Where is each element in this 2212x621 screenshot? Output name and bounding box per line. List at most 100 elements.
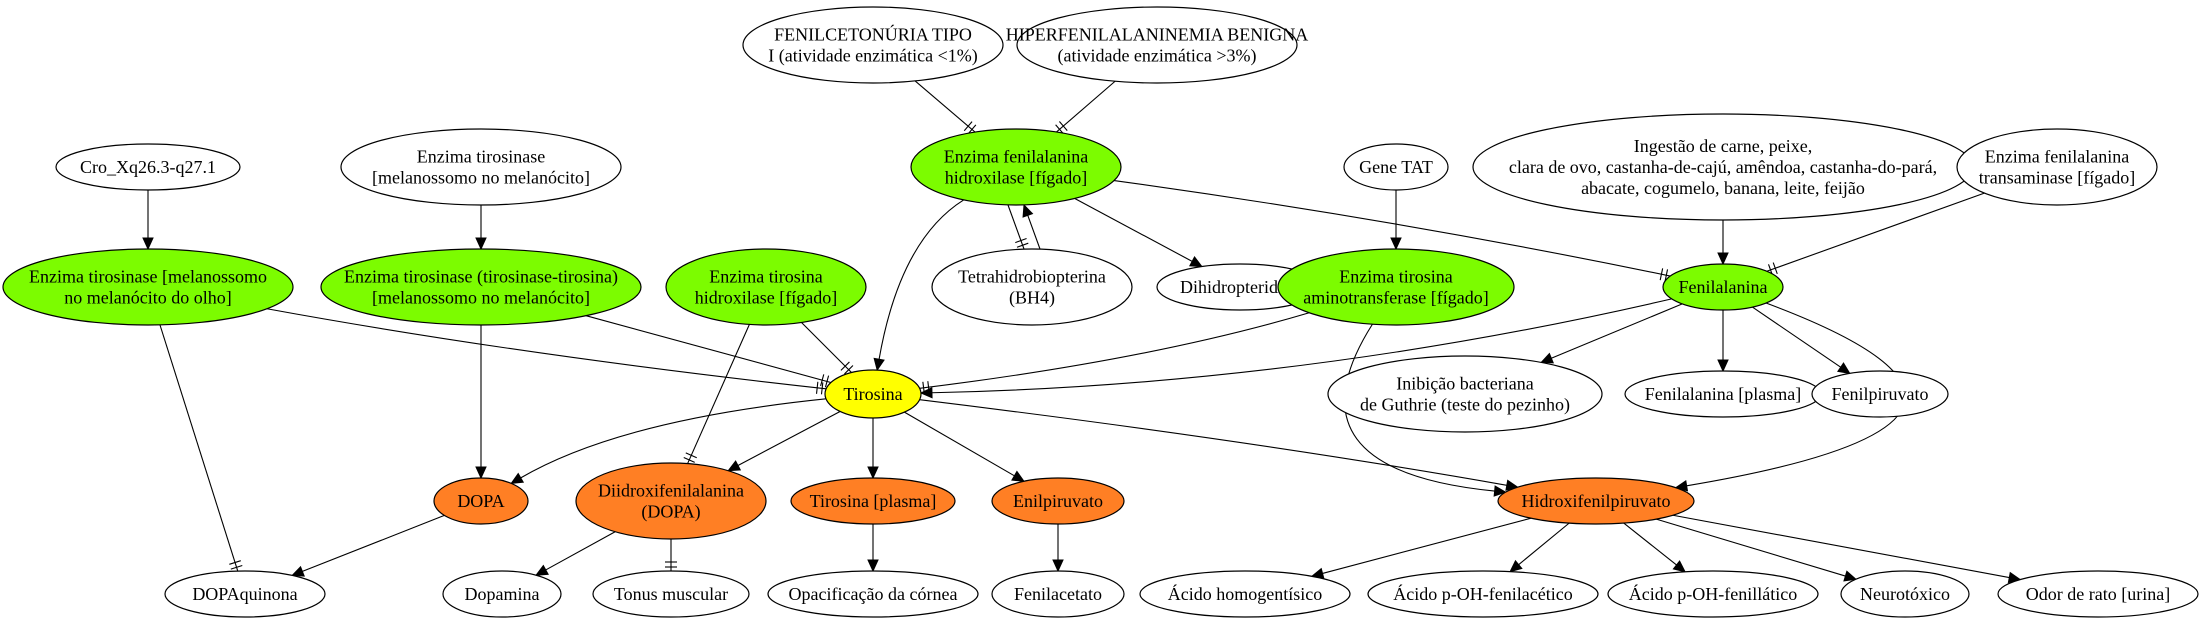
edge-cro-to-enz-tirosinase-olho [142,190,154,251]
node-shape [1016,6,1298,84]
node-shape [55,143,241,191]
node-label: [melanossomo no melanócito] [372,168,590,188]
edge-line [1752,306,1841,368]
node-dopaquinona: DOPAquinona [164,570,326,618]
edge-line [1007,204,1025,250]
edge-enz-fenilalanina-hidroxilase-to-tirosina [873,199,964,372]
node-label: Enzima tirosina [709,267,822,287]
node-label: Hidroxifenilpiruvato [1522,491,1671,511]
arrowhead [1843,570,1858,582]
edge-line [159,324,239,572]
node-label: Fenilacetato [1014,584,1102,604]
node-hiperfenil: HIPERFENILALANINEMIA BENIGNA(atividade e… [1006,6,1308,84]
node-label: Dopamina [465,584,540,604]
tee-bar [844,365,854,375]
node-shape [164,570,326,618]
edge-gene-tat-to-enz-tirosina-aminotransferase [1390,190,1402,251]
arrowhead [142,237,154,251]
arrowhead [1509,559,1523,573]
node-shape [2,248,294,326]
tee-bar [230,564,243,570]
node-label: Ingestão de carne, peixe, [1634,136,1812,156]
edge-line [1672,514,2010,579]
node-label: Tonus muscular [614,584,728,604]
edge-line [520,398,827,479]
edge-enz-tirosinase-tt-to-tirosina [585,315,832,388]
node-label: Enilpiruvato [1013,491,1103,511]
node-label: DOPA [457,491,504,511]
edge-enz-tirosina-aminotransferase-to-hidroxifenilpiruvato [1344,323,1507,497]
arrowhead [1390,237,1402,251]
node-label: Enzima fenilalanina [1985,147,2129,167]
arrowhead [1052,559,1064,573]
edge-line [1656,518,1846,577]
node-shape [1811,370,1949,418]
edge-line [1074,198,1193,262]
edge-hidroxifenilpiruvato-to-p-oh-fenilacetico [1509,522,1570,573]
node-shape [1367,570,1599,618]
edge-bh4-to-enz-fenilalanina-hidroxilase [1022,203,1041,250]
node-dopamina: Dopamina [442,570,562,618]
edge-tirosina-plasma-to-opacificacao [867,524,879,573]
tee-bar [685,452,697,459]
tee-bar [840,361,850,371]
edge-enz-tirosina-hidroxilase-to-diidroxifenilalanina [683,324,750,464]
edge-enilpiruvato-to-fenilacetato [1052,524,1064,573]
edge-line [914,80,976,133]
node-label: Ácido homogentísico [1168,583,1322,604]
edge-hidroxifenilpiruvato-to-p-oh-fenillatico [1623,522,1687,573]
edge-line [1344,323,1495,492]
node-shape [340,128,622,206]
arrowhead [867,559,879,573]
node-fenilacetato: Fenilacetato [991,570,1125,618]
edge-enz-tirosinase-olho-to-dopaquinona [159,324,243,572]
node-label: abacate, cogumelo, banana, leite, feijão [1581,178,1865,198]
node-label: Fenilpiruvato [1832,384,1929,404]
arrowhead [1189,256,1203,268]
edge-line [931,298,1672,394]
node-label: aminotransferase [fígado] [1303,288,1488,308]
node-label: Neurotóxico [1860,584,1950,604]
node-label: Dihidropteridina [1180,277,1300,297]
node-bh4: Tetrahidrobiopterina(BH4) [931,248,1133,326]
edge-line [737,410,841,467]
arrowhead [510,472,525,484]
arrowhead [867,466,879,480]
node-shape [1956,128,2158,206]
arrowhead [873,357,885,372]
edges-layer [142,80,2022,584]
node-p-oh-fenilacetico: Ácido p-OH-fenilacético [1367,570,1599,618]
node-cro: Cro_Xq26.3-q27.1 [55,143,241,191]
node-shape [592,570,750,618]
node-label: (DOPA) [641,502,700,523]
node-label: Enzima tirosinase [417,147,545,167]
edge-enz-tirosinase-mel-to-enz-tirosinase-tt [475,205,487,251]
edge-line [545,531,616,571]
node-label: clara de ovo, castanha-de-cajú, amêndoa,… [1509,157,1937,177]
arrowhead [1717,359,1729,373]
node-fenilalanina-plasma: Fenilalanina [plasma] [1624,370,1822,418]
arrowhead [919,386,933,399]
edge-line [1322,517,1532,574]
edge-hiperfenil-to-enz-fenilalanina-hidroxilase [1055,80,1116,135]
edge-dopa-to-dopaquinona [291,514,445,577]
node-label: Enzima tirosinase (tirosinase-tirosina) [344,267,618,288]
node-label: Enzima fenilalanina [944,147,1088,167]
edge-line [302,514,445,572]
node-shape [931,248,1133,326]
node-neurotoxico: Neurotóxico [1840,570,1970,618]
edge-fenilcetonuria-to-enz-fenilalanina-hidroxilase [914,80,977,135]
node-shape [575,462,767,540]
tee-bar [824,375,830,388]
tee-bar [229,560,241,565]
node-shape [442,570,562,618]
tee-bar [1058,121,1068,131]
node-dopa: DOPA [433,477,529,525]
arrowhead [727,460,742,472]
node-homogentisico: Ácido homogentísico [1139,570,1351,618]
node-dihidropteridina: Dihidropteridina [1156,263,1324,311]
node-label: Tirosina [843,384,902,404]
edge-enz-tirosinase-tt-to-dopa [475,325,487,480]
